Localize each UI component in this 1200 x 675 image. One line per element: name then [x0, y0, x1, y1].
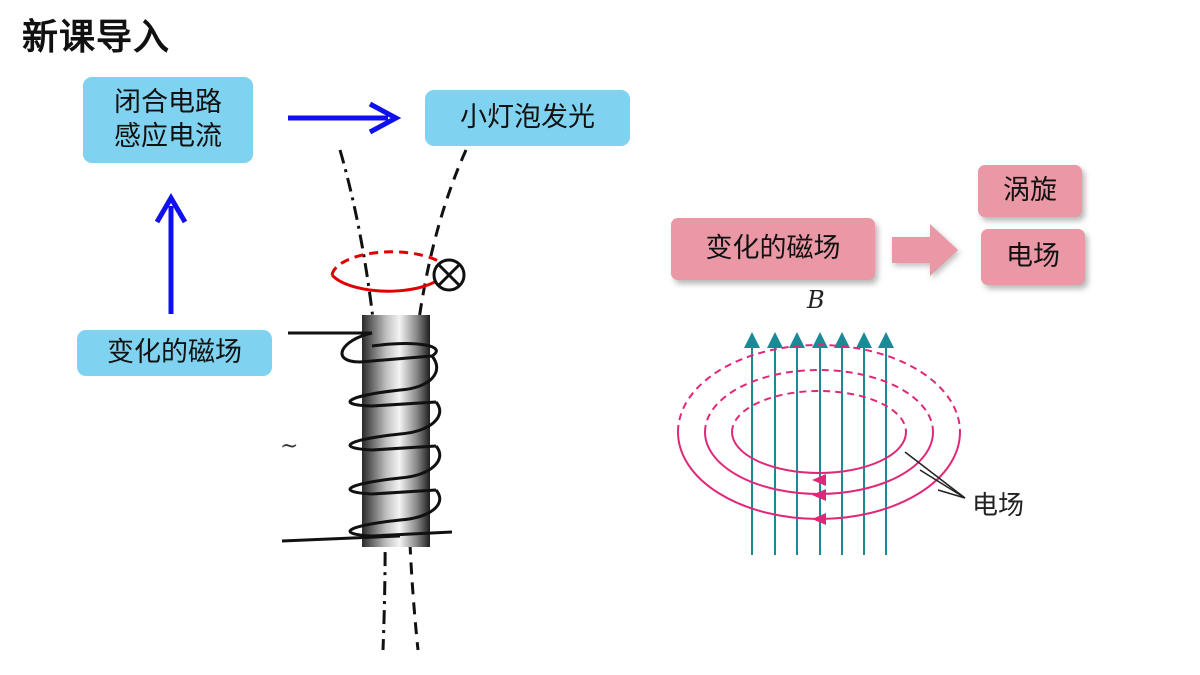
- changing-magnetic-field-box-right: 变化的磁场: [671, 218, 875, 280]
- changing-magnetic-field-box: 变化的磁场: [77, 330, 272, 376]
- label-pointer-lines: [904, 451, 966, 499]
- ac-source-symbol: ~: [280, 434, 299, 459]
- eddy-box: 涡旋: [978, 165, 1082, 217]
- electric-field-label: 电场: [972, 491, 1025, 521]
- magnetic-field-b-label: B: [807, 286, 825, 314]
- pink-arrow: [892, 224, 958, 276]
- blue-arrow-right: [288, 101, 402, 135]
- page-title: 新课导入: [22, 17, 171, 58]
- bulb-icon: [432, 258, 466, 292]
- red-loop-front: [330, 267, 450, 293]
- electric-field-arrowheads: [812, 474, 826, 525]
- electric-field-box: 电场: [981, 229, 1085, 285]
- solenoid-coil: [340, 331, 453, 538]
- red-loop-back: [330, 250, 450, 276]
- magnetic-field-lines: [744, 332, 894, 555]
- blue-arrow-up: [154, 193, 188, 314]
- bulb-lights-box: 小灯泡发光: [425, 90, 630, 146]
- closed-circuit-current-box: 闭合电路 感应电流: [83, 77, 253, 163]
